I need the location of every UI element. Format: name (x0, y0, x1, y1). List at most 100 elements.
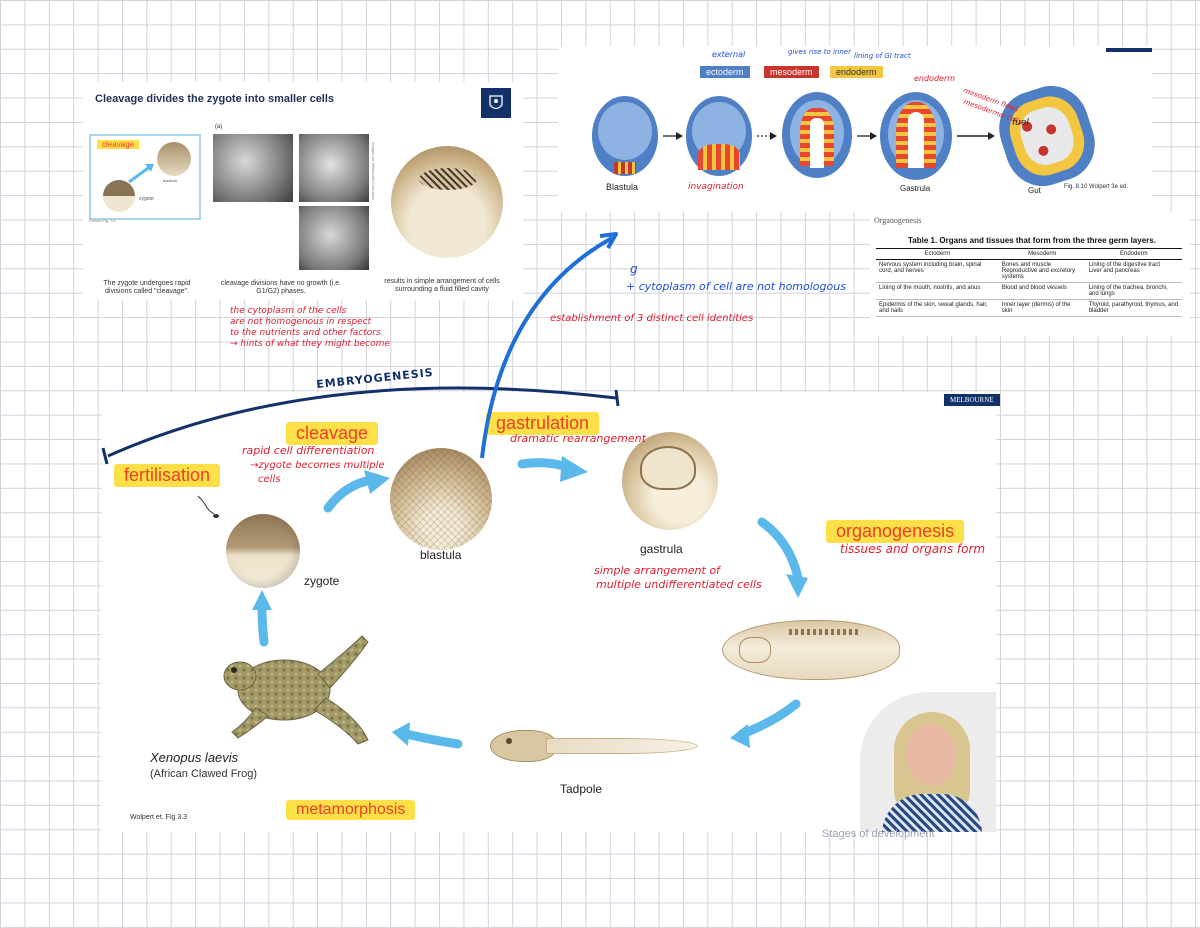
gastrula-stage-label: Gastrula (900, 184, 931, 193)
gut-stage-label: Gut (1028, 186, 1041, 195)
panel-label: (a) (215, 124, 223, 130)
establishment-note: establishment of 3 distinct cell identit… (550, 313, 754, 324)
organogenesis-note: tissues and organs form (840, 542, 986, 556)
table-cell: Lining of the trachea, bronchi, and lung… (1085, 282, 1182, 300)
blastula-section-image (391, 146, 503, 258)
cleavage-note-3: cells (258, 474, 281, 485)
ectoderm-note: external (712, 50, 746, 59)
gut-diagram (989, 76, 1105, 196)
germ-layer-table: Ectoderm Mesoderm Endoderm Nervous syste… (876, 248, 1182, 317)
stage-cleavage: cleavage (286, 422, 379, 445)
mid-gastrula-diagram (782, 92, 852, 178)
column-header: Mesoderm (998, 248, 1086, 260)
blastula-diagram (592, 96, 658, 176)
table-caption: Table 1. Organs and tissues that form fr… (908, 236, 1156, 245)
table-cell: Nervous system including brain, spinal c… (876, 259, 999, 283)
germ-table-wrap: Ectoderm Mesoderm Endoderm Nervous syste… (876, 248, 1182, 317)
cycle-arrows (252, 456, 808, 749)
zygote-image (226, 514, 300, 588)
inset-blastula (157, 142, 191, 176)
sem-four-cell (299, 134, 369, 202)
figure-credit: Fig. 8.10 Wolpert 3e ed. (1064, 184, 1128, 190)
common-name-label: (African Clawed Frog) (150, 768, 257, 780)
stage-fertilisation: fertilisation (114, 464, 221, 487)
gastrulation-note: dramatic rearrangement (510, 432, 646, 445)
slide-cleavage: Cleavage divides the zygote into smaller… (83, 82, 523, 300)
arrow-zygote-to-blastula (323, 475, 377, 513)
video-caption: Stages of development (822, 828, 935, 840)
arrow-tadpole-to-frog (401, 729, 463, 749)
gastrula-note-2: multiple undifferentiated cells (596, 578, 762, 591)
table-cell: Blood and blood vessels (998, 282, 1086, 300)
table-cell: Epidermis of the skin, sweat glands, hai… (876, 299, 999, 317)
stage-organogenesis: organogenesis (826, 520, 965, 543)
blastula-stage-label: Blastula (606, 182, 639, 192)
stage-arrow-icon (757, 132, 777, 140)
side-credit: Images via Wikimedia Commons (371, 142, 376, 201)
caption-3: results in simple arrangement of cells s… (384, 278, 500, 294)
endoderm-annotation: endoderm (914, 74, 956, 83)
frog-image (223, 635, 369, 745)
cytoplasm-homologous-note: + cytoplasm of cell are not homologous (626, 280, 846, 293)
cytoplasm-note-2: are not homogenous in respect (230, 317, 372, 327)
arrow-gastrula-to-embryo (757, 517, 803, 583)
g-mark: g (630, 262, 638, 276)
zygote-label: zygote (304, 574, 340, 588)
organogenesis-heading: Organogenesis (874, 216, 922, 225)
inset-credit: Purves Fig. 3.1 (89, 218, 116, 223)
slide-life-cycle: MELBOURNE fertilisation cleavage gastrul… (102, 392, 1000, 840)
embryogenesis-label: EMBRYOGENESIS (315, 365, 435, 392)
blastula-image (390, 448, 492, 550)
endoderm-note: lining of GI tract (854, 52, 911, 60)
cytoplasm-note-4: → hints of what they might become (230, 339, 390, 349)
ectoderm-chip: ectoderm (700, 66, 750, 78)
table-cell: Lining of the digestive tract Liver and … (1085, 259, 1182, 283)
tadpole-image (490, 726, 700, 766)
sem-two-cell (213, 134, 293, 202)
table-row: Epidermis of the skin, sweat glands, hai… (876, 299, 1182, 317)
tadpole-label: Tadpole (560, 782, 603, 796)
cleavage-note-2: →zygote becomes multiple (250, 460, 385, 471)
column-header: Ectoderm (876, 248, 999, 260)
endoderm-chip: endoderm (830, 66, 883, 78)
table-row: Nervous system including brain, spinal c… (876, 259, 1182, 283)
organogenesis-table-slide: Organogenesis Table 1. Organs and tissue… (870, 212, 1190, 336)
table-row: Lining of the mouth, nostrils, and anus … (876, 282, 1182, 300)
presenter-video[interactable] (860, 692, 996, 832)
arrow-embryo-to-tadpole (737, 699, 801, 739)
cleavage-note-1: rapid cell differentiation (242, 444, 375, 457)
table-cell: Lining of the mouth, nostrils, and anus (876, 282, 999, 300)
stage-arrow-icon (663, 132, 683, 140)
inset-cleavage-label: cleavage (97, 140, 140, 149)
mesoderm-chip: mesoderm (764, 66, 819, 78)
table-cell: Bones and muscle Reproductive and excret… (998, 259, 1086, 283)
mesoderm-note: gives rise to inner (788, 48, 851, 56)
cytoplasm-note-1: the cytoplasm of the cells (230, 306, 347, 316)
table-cell: Inner layer (dermis) of the skin (998, 299, 1086, 317)
early-gastrula-diagram (686, 96, 752, 176)
late-gastrula-diagram (880, 92, 952, 180)
cytoplasm-note-3: to the nutrients and other factors (230, 328, 381, 338)
gastrula-note-1: simple arrangement of (594, 564, 720, 577)
stage-arrow-icon (857, 132, 877, 140)
slide-gastrulation-figure: ectoderm mesoderm endoderm external give… (558, 46, 1152, 212)
university-crest-icon (481, 88, 511, 118)
figure-credit: Wolpert et. Fig 3.3 (130, 814, 188, 821)
slide-title: Cleavage divides the zygote into smaller… (95, 93, 335, 105)
invagination-note: invagination (688, 182, 744, 192)
embryo-image (722, 620, 900, 680)
university-logo: MELBOURNE (944, 394, 1000, 406)
fuel-annotation: fuel (1012, 118, 1029, 128)
blastula-label: blastula (420, 548, 462, 562)
sperm-icon (197, 495, 219, 518)
stage-arrow-icon (957, 132, 995, 140)
gastrula-label: gastrula (640, 542, 683, 556)
inset-blastula-label: blastula (163, 178, 177, 183)
inset-arrow-icon (128, 164, 154, 184)
caption-1: The zygote undergoes rapid divisions cal… (103, 280, 191, 296)
slide-corner-bar (1106, 48, 1152, 52)
cleavage-inset: cleavage blastula zygote (89, 134, 201, 220)
gastrula-image (622, 432, 718, 530)
caption-2: cleavage divisions have no growth (i.e. … (220, 280, 342, 296)
arrow-frog-to-zygote (257, 603, 269, 647)
